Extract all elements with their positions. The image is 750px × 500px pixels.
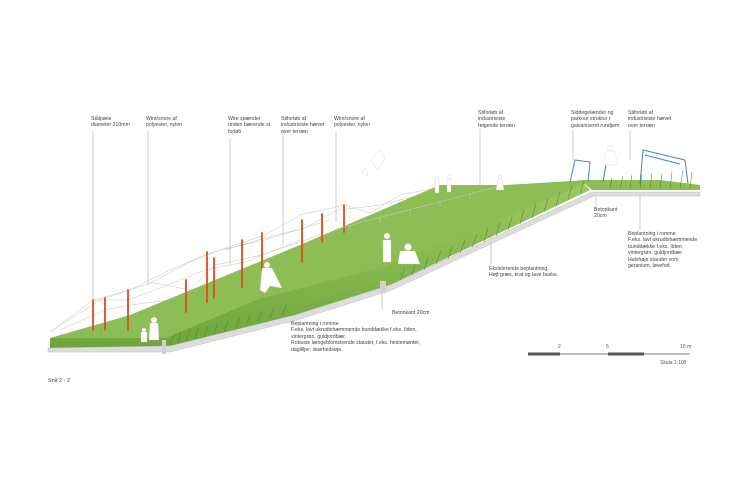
annotation-siddegelaender: Siddegelænder og parkour struktur i galv… [571,110,620,129]
wire-netting [49,186,441,333]
planting-texture [169,170,693,345]
base-edge [47,191,701,353]
annotation-stiforlob-2: Stiforløb af industriviste følgende terr… [478,110,515,129]
scale-tick-5: 5 [606,344,609,350]
section-label: Snit 2 - 2 [48,378,71,384]
annotation-beplantning-right: Beplantning i romme F.eks. lavt ukrudtsh… [628,231,698,270]
scale-bar [528,352,690,356]
annotation-wire-1: Wire/snore af polyester, nylon [146,116,183,129]
annotation-eksisterende: Eksisterende beplantning. Højt græs, kra… [489,266,559,279]
annotation-wire-2: Wire/snore af polyester, nylon [334,116,371,129]
parkour-structure [569,149,689,185]
annotation-stolpaele: Stålpæle diameter 210mm [91,116,130,129]
path-railing [339,185,501,230]
betonkant-riser [380,281,386,293]
annotation-stiforlob-1: Stiforløb af industriviste hævet over te… [281,116,325,135]
annotation-betonkant-top: Betonkant 20cm [594,207,618,220]
betonkant-mid [162,340,166,354]
red-poles [92,204,345,331]
annotation-beplantning-bottom: Beplantning i romme F.eks. lavt ukrudtsh… [291,321,421,353]
scale-tick-2: 2 [558,344,561,350]
annotation-stiforlob-3: Stiforløb af industriviste hævet over te… [628,110,672,129]
annotation-betonkant-mid: Betonkant 20cm [392,310,430,316]
people-silhouettes [140,144,619,343]
grass-slope-upper [50,180,588,338]
scale-label: Skala 1:100 [660,360,687,366]
annotation-wire-spaender: Wire spænder unden bærende st. forløb [228,116,272,135]
scale-tick-10: 10 m [680,344,692,350]
